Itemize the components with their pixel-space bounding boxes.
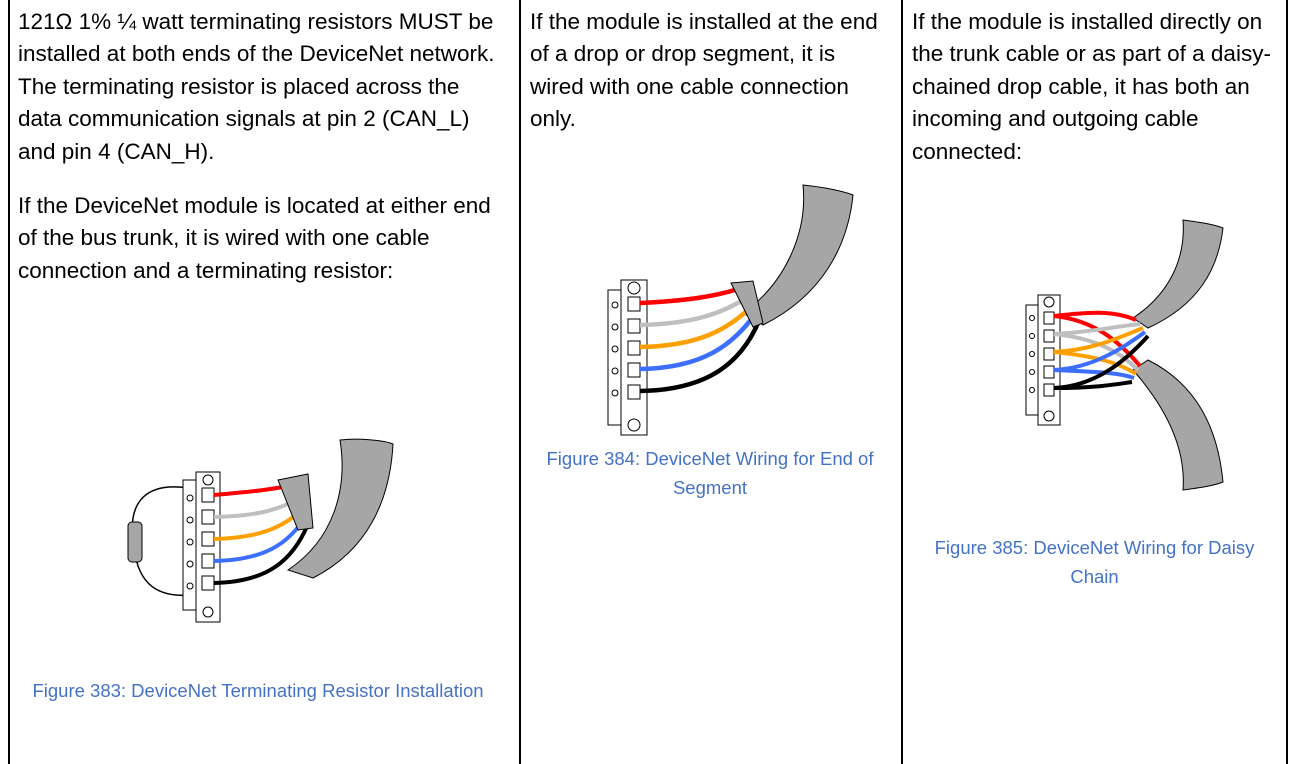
wire-white: [639, 295, 750, 328]
paragraph: If the module is installed directly on t…: [912, 9, 1271, 164]
wire-red: [639, 286, 739, 306]
cable-jacket: [286, 438, 394, 579]
table: 121Ω 1% ¼ watt terminating resistors MUS…: [8, 0, 1288, 764]
column-end-of-segment: If the module is installed at the end of…: [530, 6, 890, 136]
cable-end: [730, 280, 764, 328]
figure-383-illustration: [127, 438, 394, 623]
table-border-left: [8, 0, 10, 764]
cable-jacket: [742, 184, 854, 326]
cable-jacket-outgoing: [1132, 359, 1224, 491]
wire-black: [213, 523, 310, 585]
figure-385-illustration: [1025, 219, 1224, 491]
paragraph: If the module is installed at the end of…: [530, 9, 878, 132]
paragraph: If the DeviceNet module is located at ei…: [18, 193, 491, 283]
figure-384-illustration: [607, 184, 854, 436]
wire-orange: [639, 303, 755, 350]
cable-end: [277, 473, 314, 531]
column-daisy-chain: If the module is installed directly on t…: [912, 6, 1277, 168]
paragraph: 121Ω 1% ¼ watt terminating resistors MUS…: [18, 9, 495, 164]
figure-385-caption: Figure 385: DeviceNet Wiring for Daisy C…: [934, 537, 1255, 587]
column-terminating-resistor: 121Ω 1% ¼ watt terminating resistors MUS…: [18, 6, 498, 287]
wire-blue: [639, 311, 758, 372]
table-divider-2: [901, 0, 903, 764]
figure-384-caption: Figure 384: DeviceNet Wiring for End of …: [546, 448, 874, 498]
table-divider-1: [519, 0, 521, 764]
cable-jacket-incoming: [1132, 219, 1224, 329]
table-border-right: [1286, 0, 1288, 764]
figure-383-caption: Figure 383: DeviceNet Terminating Resist…: [32, 680, 484, 701]
resistor-body: [127, 521, 143, 563]
wire-red: [213, 484, 289, 497]
wire-black: [639, 320, 762, 394]
